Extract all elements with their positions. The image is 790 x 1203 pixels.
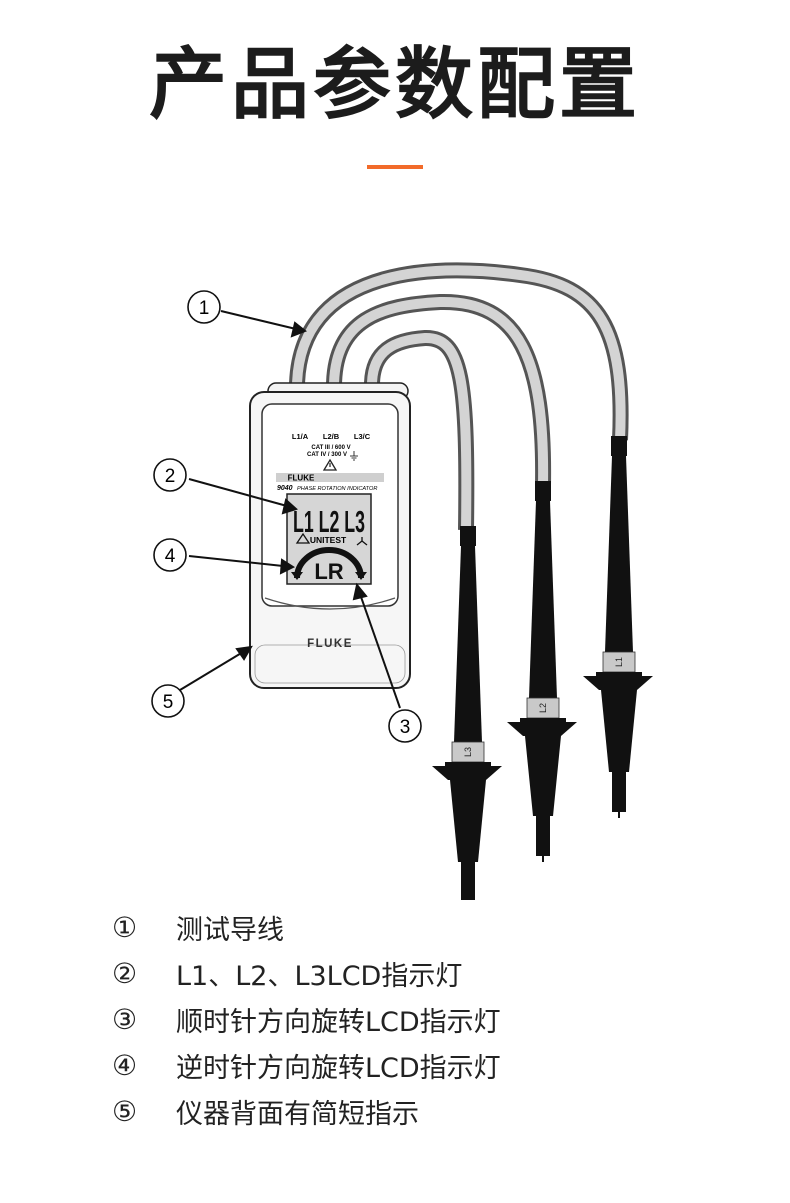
legend-text: 逆时针方向旋转LCD指示灯 (176, 1052, 501, 1084)
lcd-phase-indicators: L1 L2 L3 (293, 504, 365, 539)
legend-text: 顺时针方向旋转LCD指示灯 (176, 1006, 501, 1038)
legend-item: ⑤ 仪器背面有简短指示 (112, 1088, 752, 1134)
ground-icon (350, 451, 358, 461)
legend-number: ③ (112, 1002, 138, 1036)
legend-item: ③ 顺时针方向旋转LCD指示灯 (112, 996, 752, 1042)
callout-5: 5 (151, 684, 185, 718)
probe-l3: L3 (432, 526, 502, 900)
device-diagram: L1/A L2/B L3/C CAT III / 600 V CAT IV / … (151, 262, 653, 900)
callout-3: 3 (388, 709, 422, 743)
three-phase-icon (356, 537, 368, 546)
callout-number: 1 (199, 298, 210, 319)
model-subtitle: PHASE ROTATION INDICATOR (297, 486, 377, 492)
legend-text: 仪器背面有简短指示 (176, 1098, 419, 1130)
counterclockwise-arrow-icon (291, 572, 303, 580)
callout-number: 5 (163, 692, 174, 713)
legend-list: ① 测试导线 ② L1、L2、L3LCD指示灯 ③ 顺时针方向旋转LCD指示灯 … (112, 904, 752, 1134)
legend-text: 测试导线 (176, 914, 284, 946)
terminal-label-l2: L2/B (323, 432, 340, 441)
page-title: 产品参数配置 (148, 40, 641, 130)
callout-4: 4 (153, 538, 187, 572)
rating-line-2: CAT IV / 300 V (307, 452, 347, 458)
legend-item: ④ 逆时针方向旋转LCD指示灯 (112, 1042, 752, 1088)
legend-number: ⑤ (112, 1094, 138, 1128)
lcd-window: L1 L2 L3 UNITEST LR (286, 493, 372, 585)
legend-item: ① 测试导线 (112, 904, 752, 950)
probe-l1: L1 (583, 436, 653, 818)
legend-number: ① (112, 910, 138, 944)
probe-label-l3: L3 (463, 747, 473, 757)
rating-line-1: CAT III / 600 V (311, 445, 350, 451)
probe-label-l2: L2 (538, 703, 548, 713)
terminal-label-l1: L1/A (292, 432, 309, 441)
brand-strip (276, 473, 384, 482)
callout-number: 4 (165, 546, 176, 567)
callout-number: 3 (400, 717, 411, 738)
callout-1: 1 (187, 290, 221, 324)
callout-leaders (179, 310, 401, 709)
legend-text: L1、L2、L3LCD指示灯 (176, 960, 463, 992)
lcd-unitest: UNITEST (310, 535, 347, 545)
clockwise-arrow-icon (355, 572, 367, 580)
rotation-arc-icon (294, 547, 364, 579)
brand-logo: FLUKE (307, 638, 353, 650)
terminal-label-l3: L3/C (354, 432, 371, 441)
callout-2: 2 (153, 458, 187, 492)
callout-number: 2 (165, 466, 176, 487)
legend-number: ④ (112, 1048, 138, 1082)
title-accent-bar (367, 165, 423, 169)
lcd-rotation-indicator: LR (314, 559, 343, 584)
legend-number: ② (112, 956, 138, 990)
probe-l2: L2 (507, 481, 577, 862)
probe-label-l1: L1 (614, 657, 624, 667)
warning-triangle-icon (322, 458, 338, 471)
test-lead-cables (289, 262, 629, 531)
brand-logo-small: FLUKE (288, 474, 315, 483)
model-number: 9040 (277, 485, 293, 492)
legend-item: ② L1、L2、L3LCD指示灯 (112, 950, 752, 996)
warning-triangle-icon (295, 532, 311, 544)
